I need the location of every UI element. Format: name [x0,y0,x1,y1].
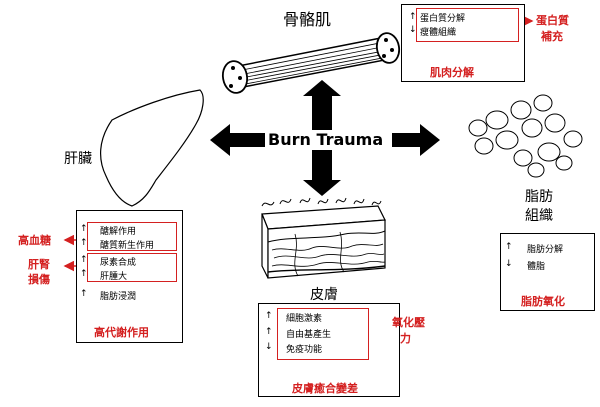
muscle-side-note-1: 蛋白質 [536,14,569,27]
liver-item-2: 醣質新生作用 [100,241,155,251]
up-icon: ↑ [80,289,88,299]
liver-item-4: 肝腫大 [100,272,128,282]
down-icon: ↓ [265,342,273,352]
adipose-item-2: 體脂 [527,262,546,272]
adipose-item-1: 脂肪分解 [527,245,564,255]
up-icon: ↑ [265,311,273,321]
skin-label: 皮膚 [310,287,338,303]
skin-side-note-2: 力 [400,332,411,345]
adipose-illustration [468,94,583,178]
liver-highlight-2 [87,253,177,282]
liver-item-5: 脂肪浸潤 [100,292,137,302]
muscle-result: 肌肉分解 [430,66,474,79]
liver-side-note-1: 高血糖 [18,234,51,247]
up-icon: ↑ [80,238,88,248]
skin-item-3: 免疫功能 [286,345,323,355]
muscle-illustration [221,32,401,94]
up-icon: ↑ [265,327,273,337]
liver-side-note-2: 肝腎 [28,258,50,271]
adipose-label-line2: 組織 [525,208,553,224]
liver-item-3: 尿素合成 [100,258,137,268]
muscle-effects-box [401,4,525,82]
muscle-item-1: 蛋白質分解 [420,14,466,24]
muscle-label: 骨骼肌 [283,10,332,29]
muscle-side-note-2: 補充 [541,30,563,43]
adipose-label-line1: 脂肪 [525,189,553,205]
muscle-highlight [416,8,519,42]
skin-effects-box [258,303,400,397]
skin-side-note-1: 氧化壓 [392,316,425,329]
skin-item-1: 細胞激素 [286,314,323,324]
liver-effects-box [76,210,183,343]
liver-highlight-1 [87,222,177,251]
up-icon: ↑ [505,242,513,252]
liver-side-note-3: 損傷 [28,273,50,286]
center-label: Burn Trauma [268,130,384,149]
arrow-left-to-liver [210,124,265,156]
down-icon: ↓ [409,25,417,35]
liver-label: 肝臟 [64,151,92,167]
up-icon: ↑ [80,269,88,279]
central-arrows [210,80,440,196]
up-icon: ↑ [409,12,417,22]
arrow-up-to-muscle [303,80,341,130]
adipose-effects-box [500,233,595,311]
liver-result: 高代謝作用 [94,326,149,339]
arrow-right-to-adipose [392,124,440,156]
skin-illustration [261,197,386,279]
skin-result: 皮膚癒合變差 [292,382,358,395]
up-icon: ↑ [80,224,88,234]
skin-item-2: 自由基產生 [286,330,332,340]
up-icon: ↑ [80,255,88,265]
liver-item-1: 醣解作用 [100,227,137,237]
adipose-result: 脂肪氧化 [521,295,565,308]
skin-highlight [277,308,369,360]
arrow-down-to-skin [303,150,341,196]
liver-illustration [100,89,204,207]
muscle-item-2: 瘦體組織 [420,28,457,38]
down-icon: ↓ [505,259,513,269]
